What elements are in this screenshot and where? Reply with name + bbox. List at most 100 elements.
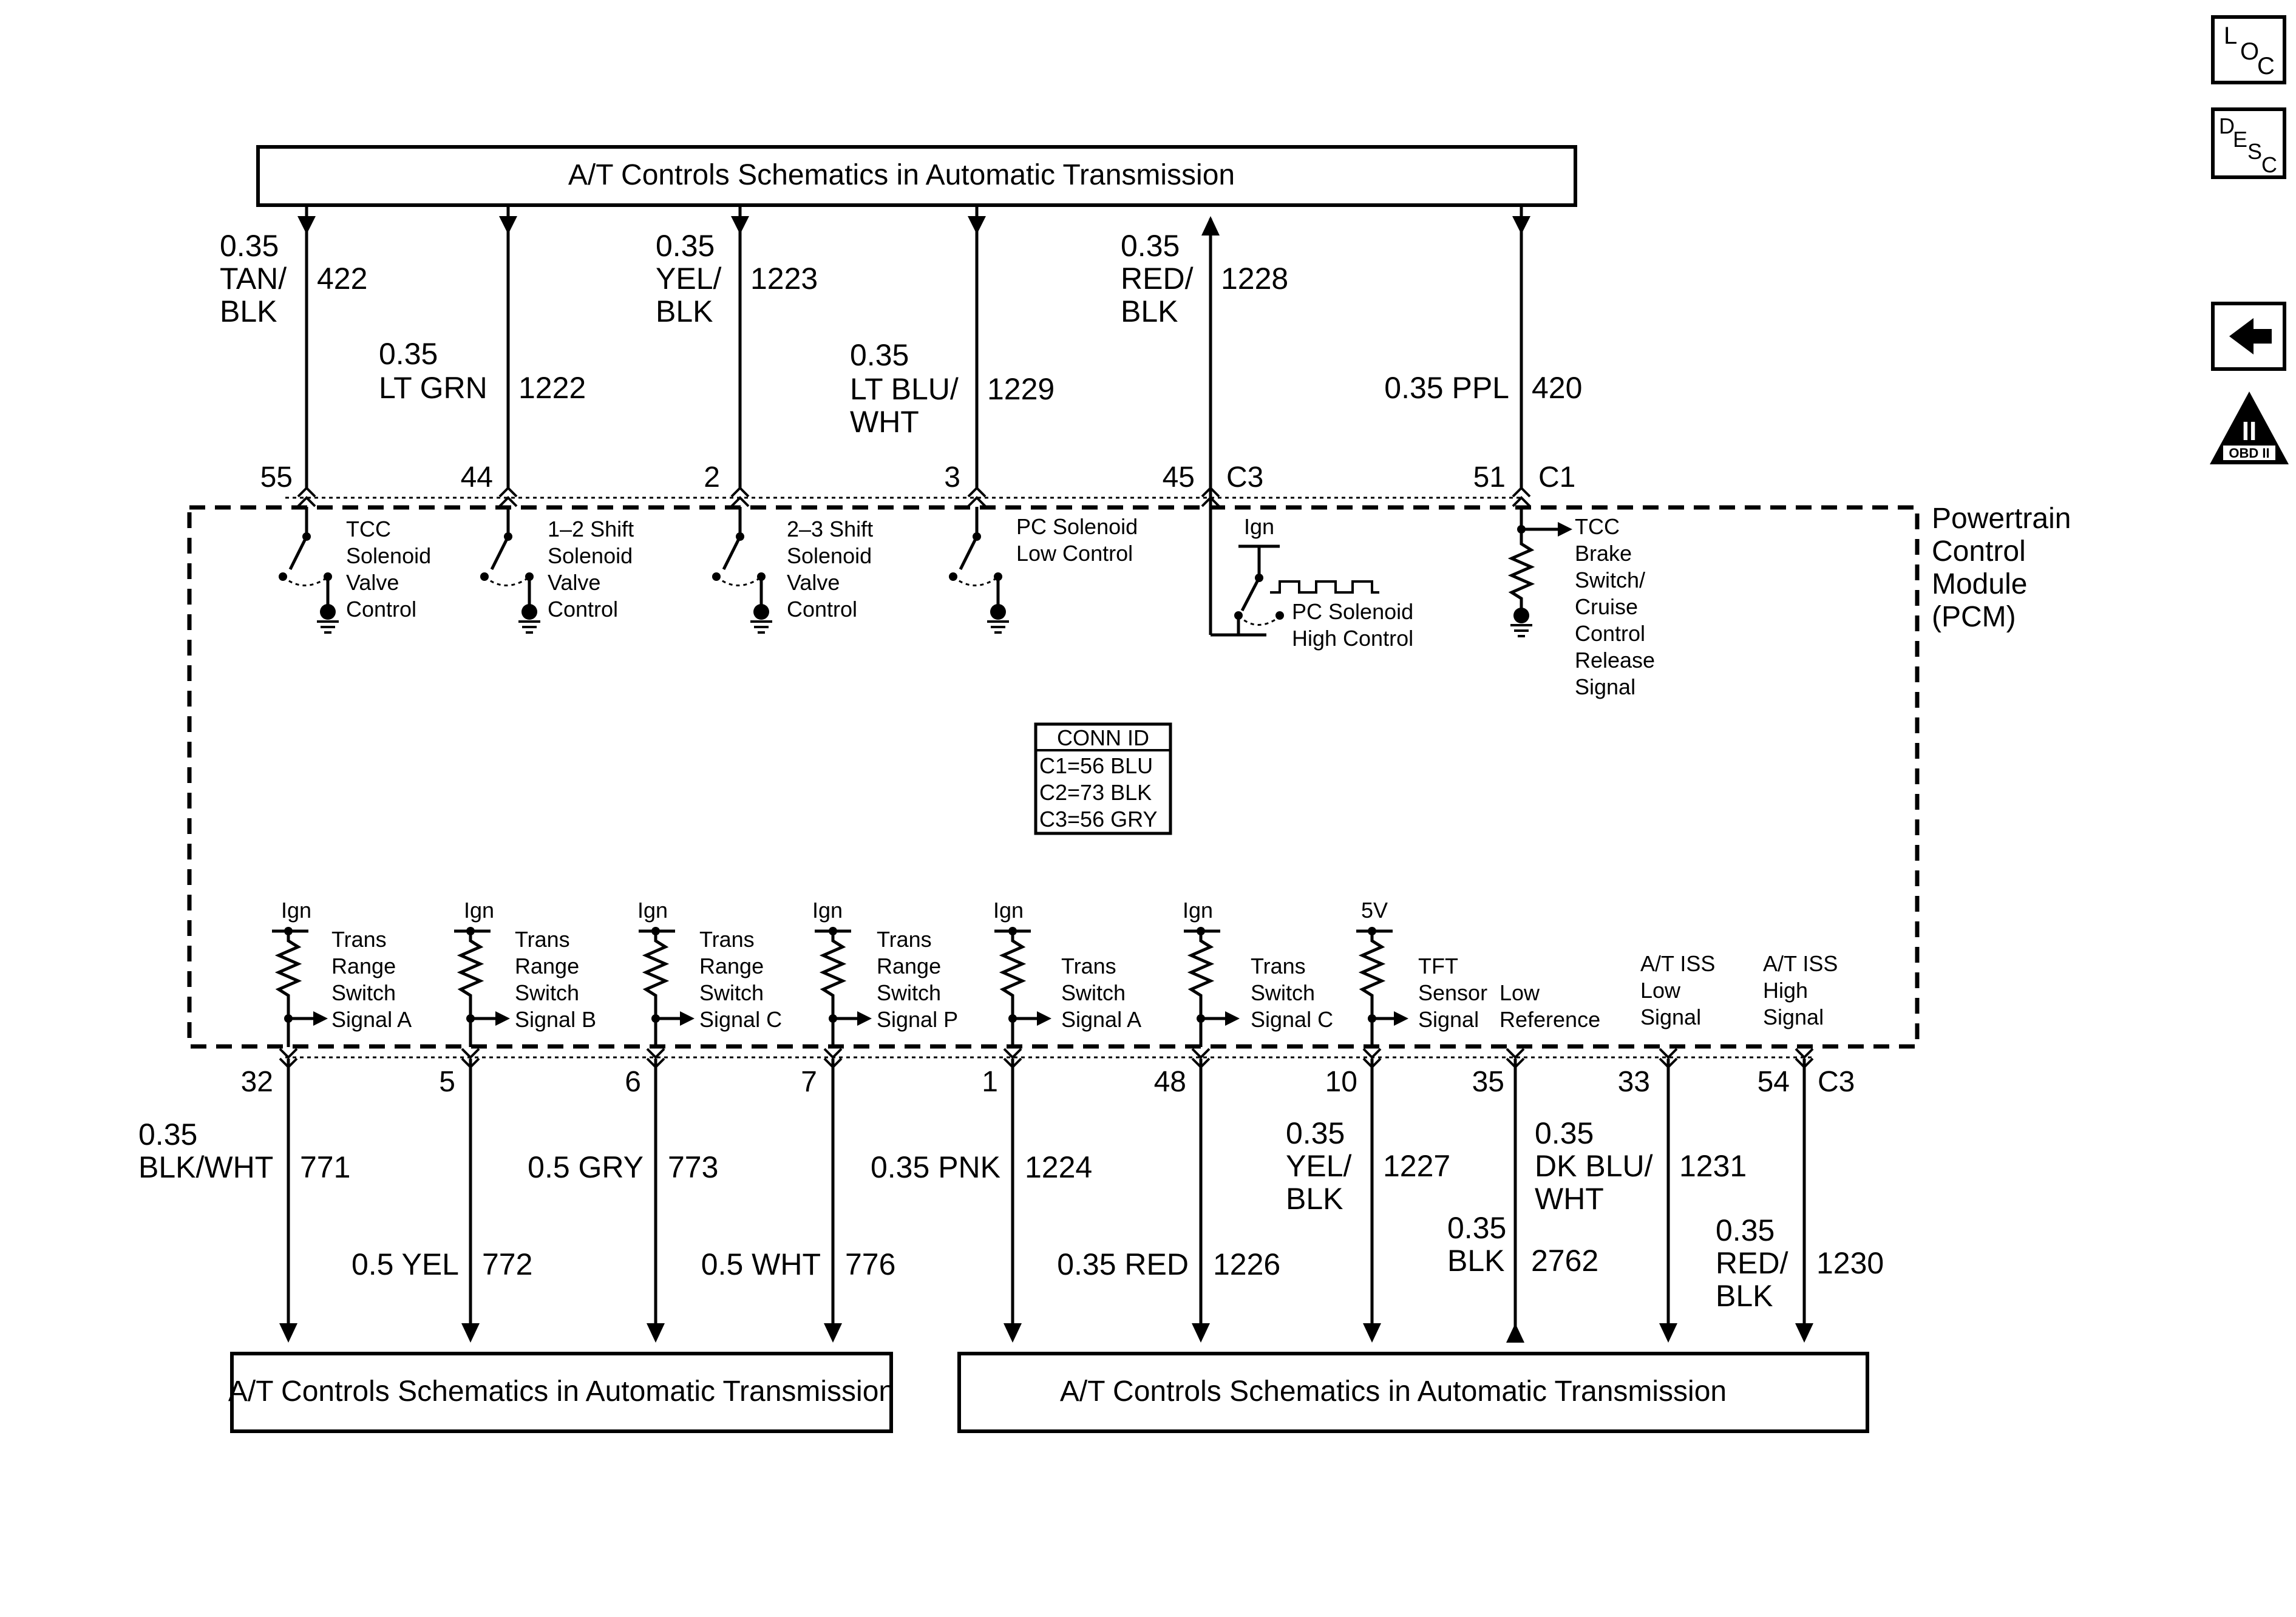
wire-arrow-down-icon bbox=[1363, 1323, 1381, 1343]
bottom-right-box-frame bbox=[957, 1352, 1869, 1433]
bottom-wire-773[interactable]: 6 0.5 GRY 773 bbox=[528, 1048, 718, 1343]
bottom-wire-2762[interactable]: 35 0.35 BLK 2762 bbox=[1447, 1048, 1598, 1343]
top-schematic-box[interactable]: A/T Controls Schematics in Automatic Tra… bbox=[256, 145, 1577, 207]
bottom-wire-772[interactable]: 5 0.5 YEL 772 bbox=[352, 1048, 532, 1343]
component-label: PC Solenoid bbox=[1292, 599, 1413, 624]
connector-chevron-icon bbox=[1201, 486, 1220, 507]
supply-label: Ign bbox=[281, 898, 311, 923]
wire-gauge: 0.35 PNK bbox=[871, 1150, 1000, 1184]
wire-gauge: 0.35 bbox=[1286, 1116, 1345, 1150]
wire-gauge: DK BLU/ bbox=[1535, 1149, 1653, 1183]
bottom-wire-771[interactable]: 32 0.35 BLK/WHT 771 bbox=[138, 1048, 350, 1343]
component-label: TCC bbox=[346, 517, 391, 541]
pc-solenoid-low-driver: PC Solenoid Low Control bbox=[949, 507, 1138, 634]
wire-gauge: WHT bbox=[1535, 1182, 1604, 1216]
pc-solenoid-high-driver: Ign PC Solenoid High Control bbox=[1211, 514, 1413, 651]
switch-control-link bbox=[282, 575, 327, 586]
wire-arrow-down-icon bbox=[731, 216, 749, 234]
pullup-resistor-icon bbox=[274, 931, 302, 1047]
wire-gauge: BLK bbox=[656, 294, 713, 328]
top-wire-422[interactable]: 0.35 TAN/ BLK 422 55 bbox=[220, 206, 367, 507]
wire-circuit: 2762 bbox=[1531, 1244, 1598, 1278]
component-label: Switch bbox=[515, 980, 579, 1005]
pcm-outline bbox=[187, 505, 1920, 1049]
wire-gauge: RED/ bbox=[1121, 262, 1194, 296]
wire-gauge: 0.35 PPL bbox=[1384, 371, 1509, 405]
switch-contact-icon bbox=[712, 572, 721, 581]
component-label: Low bbox=[1500, 980, 1540, 1005]
component-label: 1–2 Shift bbox=[548, 517, 634, 541]
connector-chevron-icon bbox=[967, 486, 987, 507]
bottom-wire-1226[interactable]: 48 0.35 RED 1226 bbox=[1057, 1048, 1280, 1343]
switch-blade-icon bbox=[490, 535, 510, 571]
component-label: Signal bbox=[1640, 1005, 1701, 1029]
ground-icon bbox=[1513, 608, 1529, 623]
top-wire-420[interactable]: 0.35 PPL 420 51 C1 bbox=[1384, 206, 1582, 507]
wire-arrow-down-icon bbox=[297, 216, 316, 234]
component-label: Trans bbox=[699, 927, 755, 952]
top-wire-1228[interactable]: 0.35 RED/ BLK 1228 45 C3 bbox=[1121, 216, 1288, 635]
component-label: High bbox=[1763, 978, 1808, 1003]
wire-gauge: BLK bbox=[220, 294, 277, 328]
top-wire-1223[interactable]: 0.35 YEL/ BLK 1223 2 bbox=[656, 206, 818, 507]
switch-blade-icon bbox=[959, 535, 979, 571]
bottom-wire-1230[interactable]: 54 C3 0.35 RED/ BLK 1230 bbox=[1716, 1048, 1884, 1343]
signal-arrow-icon bbox=[857, 1011, 872, 1026]
desc-letter-d: D bbox=[2219, 114, 2235, 138]
bottom-wire-1227[interactable]: 10 0.35 YEL/ BLK 1227 bbox=[1286, 1048, 1450, 1343]
desc-button-frame bbox=[2211, 107, 2286, 179]
top-wire-1222[interactable]: 0.35 LT GRN 1222 44 bbox=[379, 206, 586, 507]
wire-gauge: 0.35 bbox=[220, 229, 279, 263]
obd-ii-button[interactable]: II OBD II bbox=[2210, 392, 2289, 464]
wire-circuit: 422 bbox=[317, 262, 367, 296]
connector-chevron-icon bbox=[1512, 486, 1531, 507]
top-wire-1229[interactable]: 0.35 LT BLU/ WHT 1229 3 bbox=[850, 206, 1055, 507]
wire-gauge: 0.35 bbox=[850, 338, 909, 372]
wire-pin: 3 bbox=[944, 461, 960, 493]
component-label: Solenoid bbox=[548, 543, 633, 568]
bottom-left-schematic-box[interactable]: A/T Controls Schematics in Automatic Tra… bbox=[228, 1352, 895, 1433]
component-label: Signal bbox=[1575, 674, 1635, 699]
wire-circuit: 1224 bbox=[1025, 1150, 1092, 1184]
desc-button[interactable]: D E S C bbox=[2211, 107, 2286, 179]
wire-arrow-down-icon bbox=[279, 1323, 297, 1343]
component-label: Switch/ bbox=[1575, 568, 1645, 592]
bottom-right-schematic-box[interactable]: A/T Controls Schematics in Automatic Tra… bbox=[957, 1352, 1869, 1433]
component-label: Control bbox=[787, 597, 857, 622]
wire-arrow-down-icon bbox=[968, 216, 986, 234]
component-label: TFT bbox=[1418, 954, 1458, 978]
wire-gauge: BLK bbox=[1447, 1244, 1505, 1278]
component-label: Low Control bbox=[1016, 541, 1133, 566]
ground-icon bbox=[990, 604, 1006, 620]
trans-range-signal-b-input: Ign Trans Range Switch Signal B bbox=[454, 898, 596, 1047]
tft-sensor-signal-input: 5V TFT Sensor Signal bbox=[1356, 898, 1487, 1047]
wire-arrow-down-icon bbox=[647, 1323, 665, 1343]
wire-circuit: 776 bbox=[845, 1247, 895, 1281]
wire-arrow-down-icon bbox=[1004, 1323, 1022, 1343]
component-label: TCC bbox=[1575, 514, 1620, 539]
desc-letter-c: C bbox=[2261, 152, 2277, 177]
bottom-wire-1231[interactable]: 33 0.35 DK BLU/ WHT 1231 bbox=[1535, 1048, 1747, 1343]
pullup-resistor-icon bbox=[1187, 931, 1215, 1047]
wire-circuit: 1227 bbox=[1383, 1149, 1450, 1183]
loc-button[interactable]: L O C bbox=[2211, 15, 2286, 84]
pullup-resistor-icon bbox=[1358, 931, 1386, 1047]
signal-arrow-icon bbox=[1037, 1011, 1051, 1026]
wire-circuit: 1223 bbox=[750, 262, 818, 296]
component-label: High Control bbox=[1292, 626, 1413, 651]
ground-icon bbox=[753, 604, 769, 620]
loc-letter-l: L bbox=[2224, 22, 2237, 49]
loc-letter-c: C bbox=[2257, 53, 2275, 80]
ground-icon bbox=[987, 620, 1009, 634]
desc-letter-e: E bbox=[2233, 127, 2247, 152]
bottom-wire-776[interactable]: 7 0.5 WHT 776 bbox=[701, 1048, 896, 1343]
signal-arrow-icon bbox=[680, 1011, 695, 1026]
conn-id-row: C1=56 BLU bbox=[1039, 753, 1153, 778]
shift-2-3-solenoid-driver: 2–3 Shift Solenoid Valve Control bbox=[712, 507, 873, 634]
wire-pin: 5 bbox=[439, 1066, 455, 1098]
back-button[interactable] bbox=[2211, 302, 2286, 371]
bottom-wire-1224[interactable]: 1 0.35 PNK 1224 bbox=[871, 1048, 1092, 1343]
pcm-title-line: Module bbox=[1932, 568, 2027, 600]
pullup-resistor-icon bbox=[819, 931, 847, 1047]
